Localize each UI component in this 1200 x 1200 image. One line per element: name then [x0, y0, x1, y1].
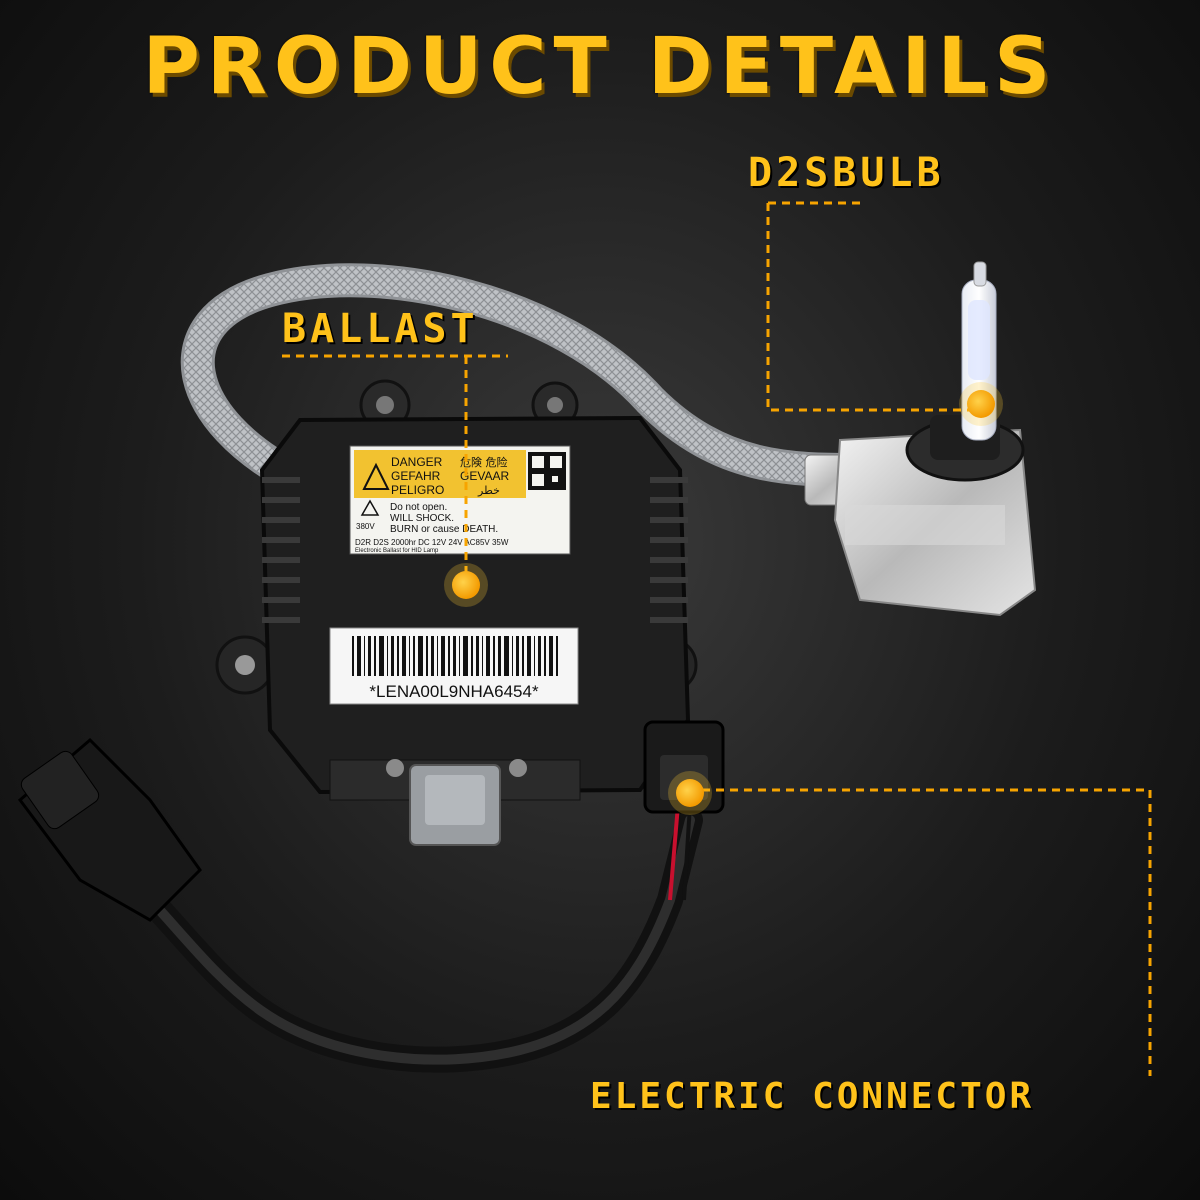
label-danger: DANGER	[391, 455, 443, 469]
bulb-callout-label: D2SBULB	[748, 150, 945, 196]
callout-leaders	[282, 201, 1152, 1076]
label-do-not-open: Do not open.	[390, 502, 447, 513]
bulb-marker-icon	[967, 390, 995, 418]
d2s-bulb	[804, 261, 1037, 617]
label-desc: Electronic Ballast for HID Lamp	[355, 548, 439, 554]
marker-dots	[444, 382, 1003, 815]
label-danger-cjk: 危険 危险	[460, 455, 508, 469]
connector-callout-label: ELECTRIC CONNECTOR	[590, 1076, 1035, 1117]
barcode-text: *LENA00L9NHA6454*	[369, 682, 539, 701]
ballast-callout-label: BALLAST	[282, 306, 479, 352]
label-peligro: PELIGRO	[391, 483, 444, 497]
braided-cable	[180, 263, 877, 497]
page-title: PRODUCT DETAILS	[142, 22, 1058, 112]
label-burn: BURN or cause DEATH.	[390, 524, 498, 535]
wire-harness	[47, 804, 703, 1073]
label-arabic: خطر	[477, 484, 500, 497]
label-voltage: 380V	[356, 522, 375, 531]
ballast-marker-icon	[452, 571, 480, 599]
ballast-leader	[282, 354, 508, 582]
connector-marker-icon	[676, 779, 704, 807]
warning-label: DANGER 危険 危险 GEFAHR GEVAAR PELIGRO خطر 3…	[349, 445, 571, 555]
label-spec: D2R D2S 2000hr DC 12V 24V AC85V 35W	[355, 538, 509, 547]
label-will-shock: WILL SHOCK.	[390, 513, 454, 524]
label-gefahr: GEFAHR	[391, 469, 441, 483]
large-plug	[17, 737, 202, 922]
barcode-bars	[352, 636, 558, 676]
connector-leader	[688, 788, 1152, 1076]
bulb-leader	[766, 201, 978, 412]
label-gevaar: GEVAAR	[460, 469, 509, 483]
barcode-sticker: *LENA00L9NHA6454*	[329, 627, 579, 705]
